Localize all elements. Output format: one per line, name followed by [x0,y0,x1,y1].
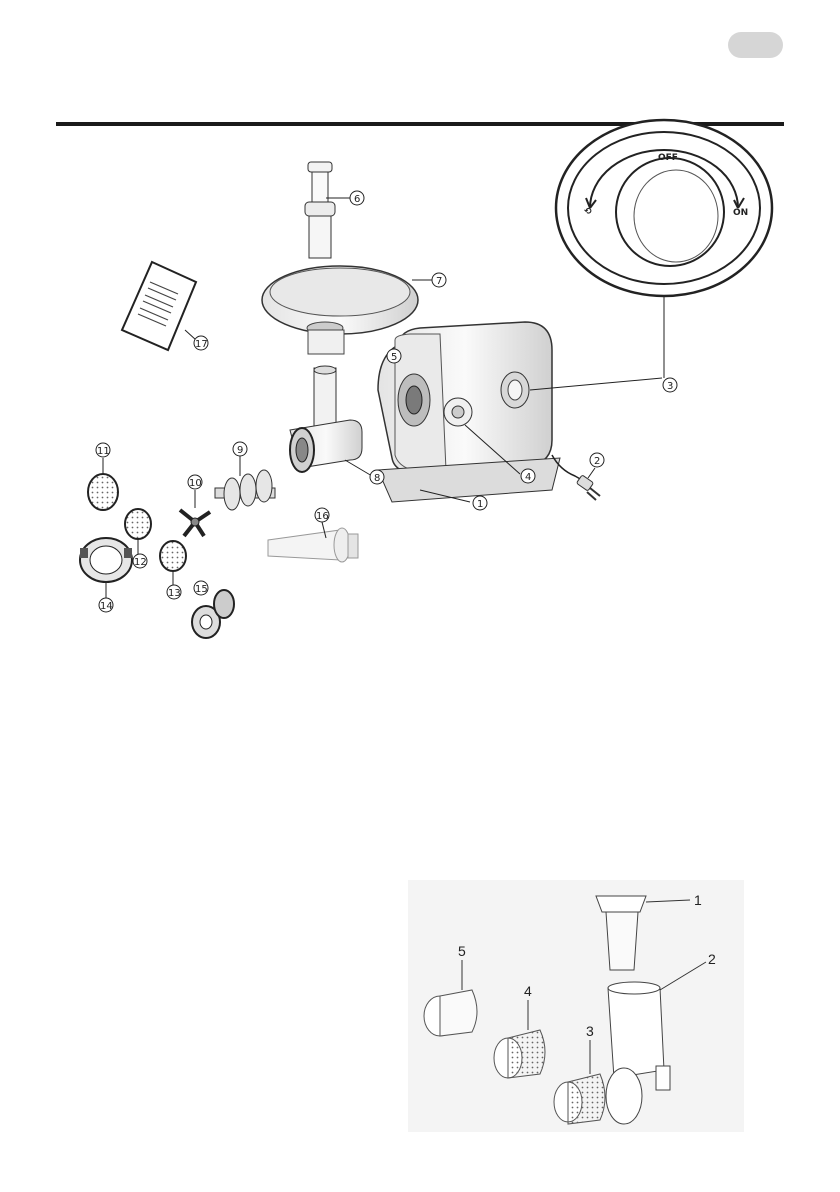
svg-text:17: 17 [195,339,208,350]
ring-nut [80,538,132,598]
svg-text:7: 7 [436,276,442,287]
callout-6: 6 [350,191,364,205]
svg-text:9: 9 [237,445,243,456]
svg-text:6: 6 [354,194,360,205]
plate-medium [125,509,151,554]
svg-text:11: 11 [97,446,110,457]
manual-booklet [122,262,196,350]
dial-reverse-icon: ⟲ [584,207,592,217]
callout-9: 9 [233,442,247,456]
callout-5: 5 [387,349,401,363]
svg-text:1: 1 [477,499,483,510]
callout-17: 17 [194,336,208,350]
food-pusher [305,162,350,258]
svg-text:5: 5 [391,352,397,363]
callout-4: 4 [521,469,535,483]
plate-fine [88,458,118,510]
svg-text:8: 8 [374,473,380,484]
callout-3: 3 [663,378,677,392]
svg-text:4: 4 [525,472,531,483]
svg-text:13: 13 [168,588,181,599]
svg-text:16: 16 [316,511,329,522]
sausage-tube [268,522,358,562]
motor-body [378,322,662,502]
svg-text:10: 10 [189,478,202,489]
grater-label-2: 2 [708,951,716,967]
callout-10: 10 [188,475,202,489]
kebbe-attachment [192,590,234,638]
callout-8: 8 [370,470,384,484]
callout-14: 14 [99,598,113,612]
svg-text:3: 3 [667,381,673,392]
callout-16: 16 [315,508,329,522]
callout-7: 7 [432,273,446,287]
grater-label-3: 3 [586,1023,594,1039]
svg-text:2: 2 [594,456,600,467]
cross-blade [180,490,210,536]
grater-label-4: 4 [524,983,532,999]
plate-coarse [160,541,186,586]
callout-11: 11 [96,443,110,457]
svg-text:14: 14 [100,601,113,612]
screw-auger [215,455,275,510]
grater-label-1: 1 [694,892,702,908]
callout-13: 13 [167,585,181,599]
grater-diagram: 1 2 3 4 5 [408,880,744,1132]
dial-on-text: ON [733,208,748,218]
grater-label-5: 5 [458,943,466,959]
lock-knob-shape [444,398,472,426]
callout-15: 15 [194,581,208,595]
svg-text:12: 12 [134,557,147,568]
svg-text:15: 15 [195,584,208,595]
callout-2: 2 [590,453,604,467]
callout-1: 1 [473,496,487,510]
dial-off-text: OFF [658,153,678,163]
switch-dial-callout: OFF ON ⟲ [556,120,772,378]
callout-12: 12 [133,554,147,568]
grinder-head [290,366,372,476]
